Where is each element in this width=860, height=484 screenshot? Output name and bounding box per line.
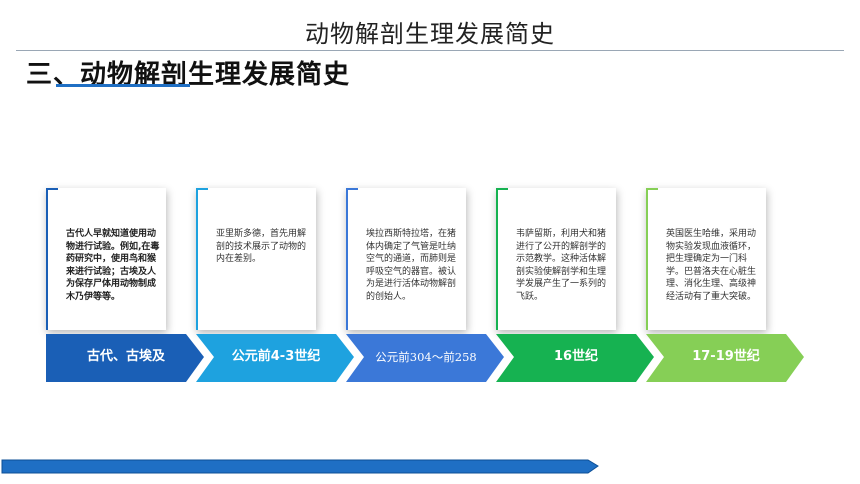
arrow-chevron-4 bbox=[496, 334, 654, 382]
card-bracket bbox=[46, 188, 58, 330]
header-title: 动物解剖生理发展简史 bbox=[305, 20, 555, 48]
stage-card-5: 英国医生哈维，采用动物实验发现血液循环，把生理确定为一门科学。巴普洛夫在心脏生理… bbox=[646, 188, 766, 330]
header-rule bbox=[16, 50, 844, 51]
stage-card-1: 古代人早就知道使用动物进行试验。例如,在毒药研究中，使用鸟和猴来进行试验；古埃及… bbox=[46, 188, 166, 330]
arrow-label-5: 17-19世纪 bbox=[692, 349, 760, 364]
stage-text: 英国医生哈维，采用动物实验发现血液循环，把生理确定为一门科学。巴普洛夫在心脏生理… bbox=[666, 229, 757, 302]
arrow-chevron-1 bbox=[46, 334, 204, 382]
arrow-chevron-3 bbox=[346, 334, 504, 382]
section-underline bbox=[56, 84, 190, 87]
card-bracket bbox=[646, 188, 658, 330]
arrow-label-2: 公元前4-3世纪 bbox=[231, 349, 321, 364]
stage-card-4: 韦萨留斯，利用犬和猪进行了公开的解剖学的示范教学。这种活体解剖实验使解剖学和生理… bbox=[496, 188, 616, 330]
card-bracket bbox=[196, 188, 208, 330]
arrow-label-4: 16世纪 bbox=[553, 349, 599, 364]
arrow-chevron-5 bbox=[646, 334, 804, 382]
arrow-label-3: 公元前304～前258 bbox=[375, 350, 477, 364]
stage-text: 埃拉西斯特拉塔，在猪体内确定了气管是吐纳空气的通道，而肺则是呼吸空气的器官。被认… bbox=[366, 229, 457, 302]
stage-card-2: 亚里斯多德，首先用解剖的技术展示了动物的内在差别。 bbox=[196, 188, 316, 330]
stage-text: 古代人早就知道使用动物进行试验。例如,在毒药研究中，使用鸟和猴来进行试验；古埃及… bbox=[66, 229, 160, 302]
card-bracket bbox=[496, 188, 508, 330]
stage-text: 亚里斯多德，首先用解剖的技术展示了动物的内在差别。 bbox=[216, 229, 307, 264]
stage-card-3: 埃拉西斯特拉塔，在猪体内确定了气管是吐纳空气的通道，而肺则是呼吸空气的器官。被认… bbox=[346, 188, 466, 330]
arrow-chevron-2 bbox=[196, 334, 354, 382]
bottom-bar-shape bbox=[1, 459, 599, 474]
stage-text: 韦萨留斯，利用犬和猪进行了公开的解剖学的示范教学。这种活体解剖实验使解剖学和生理… bbox=[516, 229, 607, 302]
arrow-label-1: 古代、古埃及 bbox=[86, 349, 165, 364]
card-bracket bbox=[346, 188, 358, 330]
